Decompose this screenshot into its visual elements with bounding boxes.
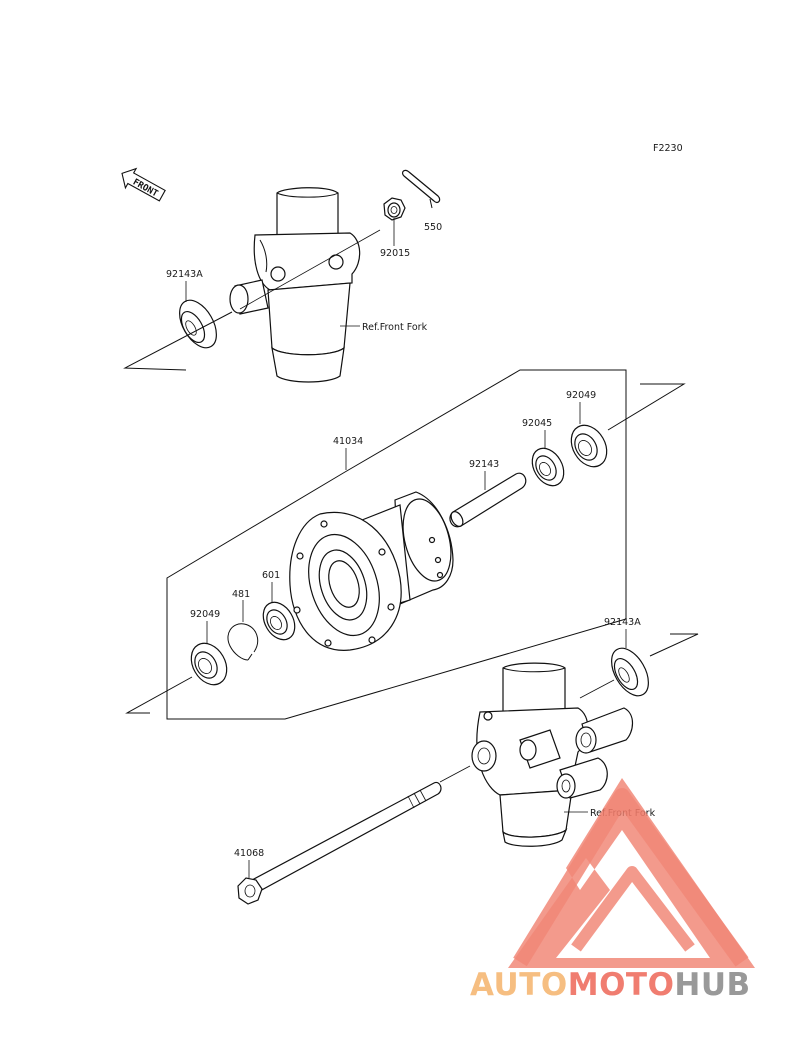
part-label-601: 601	[262, 570, 280, 581]
logo-moto: MOTO	[568, 967, 675, 1003]
part-label-550: 550	[424, 222, 442, 233]
part-label-92045: 92045	[522, 418, 552, 429]
automotohub-logo: AUTOMOTOHUB	[470, 778, 755, 1003]
oil-seal-92049-right	[570, 424, 608, 468]
circlip-481	[227, 623, 259, 661]
front-direction-arrow-icon: FRONT	[121, 167, 166, 202]
bearing-92045	[531, 447, 565, 487]
figure-code: F2230	[653, 143, 683, 154]
logo-auto: AUTO	[470, 967, 568, 1003]
part-label-92049-left: 92049	[190, 609, 220, 620]
logo-triangle-mark	[508, 778, 755, 968]
oil-seal-92049-left	[190, 642, 228, 686]
washer-92015	[383, 197, 406, 221]
logo-hub: HUB	[674, 967, 750, 1003]
hub-group-outline	[166, 369, 627, 720]
axle-41068	[237, 781, 442, 905]
part-label-92143: 92143	[469, 459, 499, 470]
logo-text: AUTOMOTOHUB	[470, 967, 751, 1003]
bearing-601	[262, 601, 296, 641]
part-label-481: 481	[232, 589, 250, 600]
part-label-92049-right: 92049	[566, 390, 596, 401]
collar-92143	[449, 472, 527, 528]
ref-front-fork-top: Ref.Front Fork	[362, 322, 428, 333]
part-label-41034: 41034	[333, 436, 363, 447]
part-label-41068: 41068	[234, 848, 264, 859]
part-label-92015: 92015	[380, 248, 410, 259]
cotter-pin-550	[401, 169, 441, 209]
part-label-92143a-top: 92143A	[166, 269, 203, 280]
part-label-92143a-lower: 92143A	[604, 617, 641, 628]
front-wheel-hub-41034	[289, 491, 454, 651]
lower-front-fork	[471, 662, 634, 847]
spacer-92143a-lower	[611, 647, 649, 697]
spacer-92143a-top	[179, 299, 217, 349]
upper-front-fork	[229, 187, 361, 383]
